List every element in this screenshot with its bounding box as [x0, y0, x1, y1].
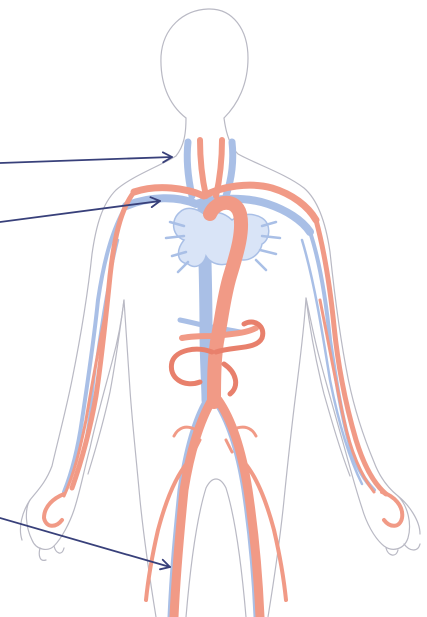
left-body-outline — [26, 118, 186, 617]
pointer-arrow-chest — [0, 201, 160, 222]
left-leg-artery — [174, 400, 212, 617]
inner-leg-outline — [186, 479, 246, 617]
head-outline — [161, 9, 248, 118]
left-carotid-artery — [200, 140, 206, 196]
hand-vessels — [44, 492, 402, 526]
pointer-arrows — [0, 157, 172, 567]
pointer-arrow-neck — [0, 157, 172, 163]
pulmonary-vessels — [174, 208, 269, 266]
right-arm-vein — [310, 232, 374, 490]
